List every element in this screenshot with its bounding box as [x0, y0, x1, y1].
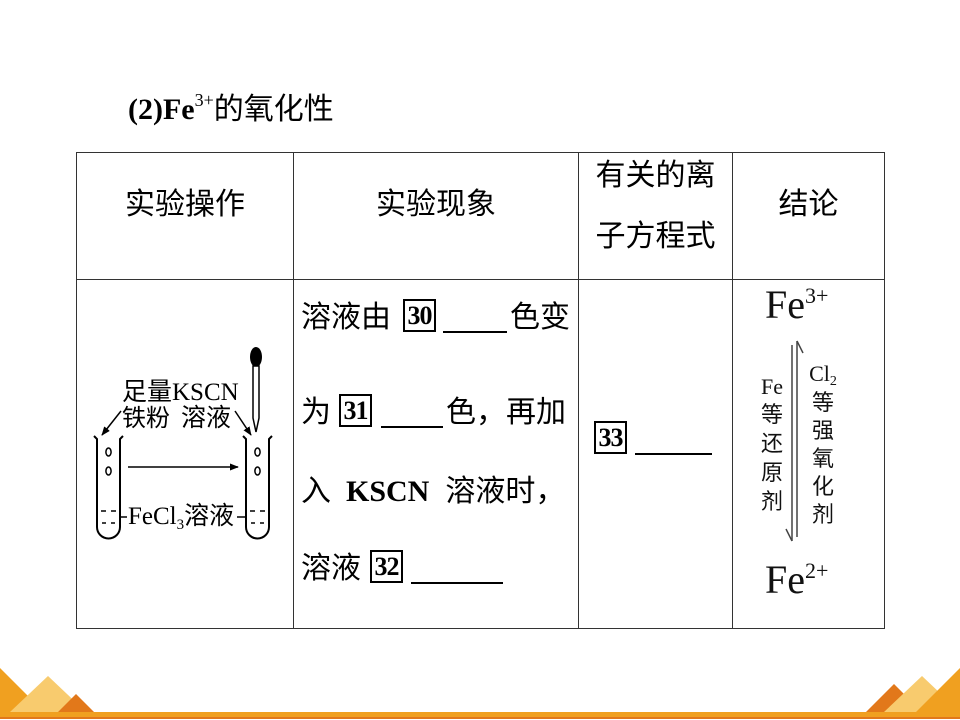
equation-cell: 33	[579, 280, 732, 628]
phenomenon-line-4: 溶液 32	[301, 549, 503, 589]
operation-cell: 足量KSCN 铁粉 溶液 FeCl3溶液	[77, 280, 293, 628]
phenomenon-text: 色变	[510, 301, 570, 334]
phenomenon-line-1: 溶液由 30 色变	[301, 298, 570, 338]
corner-decoration-right	[866, 668, 960, 712]
reducer-label: 等还原剂	[760, 402, 783, 514]
conversion-arrows	[785, 340, 804, 542]
title-text: 的氧化性	[213, 93, 334, 126]
header-cell-operation: 实验操作	[77, 153, 293, 279]
phenomenon-text: 溶液由	[301, 301, 391, 334]
dropper-icon	[250, 347, 262, 433]
experiment-table: 实验操作 实验现象 有关的离 子方程式 结论	[76, 152, 885, 629]
reducer-formula: Fe	[761, 374, 783, 399]
test-tube-right-icon	[242, 435, 273, 540]
solution-label: FeCl3溶液	[128, 503, 235, 533]
corner-decoration-left	[0, 668, 94, 712]
oxidation-arrow-icon	[796, 340, 804, 537]
header-equation-line: 子方程式	[595, 220, 716, 253]
footer-band	[0, 712, 960, 717]
operation-diagram	[93, 347, 273, 540]
answer-number-box: 32	[370, 549, 403, 583]
phenomenon-line-3: 入 KSCN 溶液时，	[301, 472, 565, 512]
solution-subscript: 3	[176, 517, 185, 533]
oxidizer-formula: Cl2	[806, 361, 840, 390]
row-divider	[77, 279, 884, 280]
header-operation: 实验操作	[125, 188, 245, 221]
equation-line: 33	[594, 420, 712, 460]
footer-decoration	[0, 668, 960, 719]
left-reagent-label: 铁粉	[122, 406, 170, 432]
oxidizer-subscript: 2	[829, 374, 837, 389]
arrow-to-left-tube	[101, 410, 122, 436]
header-cell-equation: 有关的离 子方程式	[579, 153, 732, 279]
header-conclusion: 结论	[778, 188, 839, 221]
title-formula: (2)Fe	[128, 93, 195, 126]
ion-symbol: Fe	[765, 557, 805, 602]
oxidizer-symbol: Cl	[809, 361, 830, 386]
arrow-to-right-tube	[234, 410, 252, 436]
phenomenon-text: 色，再加	[446, 396, 566, 429]
conclusion-cell: Fe3+ Fe2+ Fe 等还原剂 Cl2 等强氧化剂	[733, 280, 884, 628]
phenomenon-text: 入	[301, 475, 331, 508]
phenomenon-text: 溶液时，	[445, 475, 566, 508]
answer-number-box: 30	[403, 298, 436, 332]
header-cell-phenomenon: 实验现象	[294, 153, 578, 279]
reagent-label: 足量KSCN	[122, 379, 239, 406]
column-divider	[578, 153, 579, 628]
header-phenomenon: 实验现象	[376, 188, 496, 221]
column-divider	[293, 153, 294, 628]
phenomenon-text: 为	[301, 396, 331, 429]
answer-number-box: 33	[594, 420, 627, 454]
header-equation-line: 有关的离	[595, 159, 716, 192]
reduction-arrow-icon	[785, 345, 793, 542]
title-charge: 3+	[194, 90, 214, 110]
answer-blank	[381, 398, 443, 428]
answer-blank	[443, 303, 507, 333]
answer-number-box: 31	[339, 393, 372, 427]
column-divider	[732, 153, 733, 628]
ion-fe3: Fe3+	[765, 281, 828, 329]
slide-title: (2)Fe3+的氧化性	[128, 88, 334, 132]
oxidizer-label: 等强氧化剂	[811, 390, 834, 527]
phenomenon-text: 溶液	[301, 552, 361, 585]
phenomenon-line-2: 为 31 色，再加	[301, 393, 566, 433]
ion-charge: 2+	[805, 558, 829, 583]
phenomenon-cell: 溶液由 30 色变 为 31 色，再加 入 KSCN 溶液时， 溶液 32	[294, 280, 578, 628]
footer-line	[0, 717, 960, 719]
ion-symbol: Fe	[765, 282, 805, 327]
answer-blank	[411, 554, 503, 584]
reagent-keyword: KSCN	[346, 475, 430, 508]
test-tube-left-icon	[93, 435, 124, 540]
right-reagent-label: 溶液	[181, 405, 232, 432]
ion-charge: 3+	[805, 283, 829, 308]
answer-blank	[635, 425, 712, 455]
ion-fe2: Fe2+	[765, 556, 828, 604]
solution-formula: FeCl	[128, 503, 177, 530]
header-cell-conclusion: 结论	[733, 153, 884, 279]
solution-suffix: 溶液	[184, 503, 235, 530]
